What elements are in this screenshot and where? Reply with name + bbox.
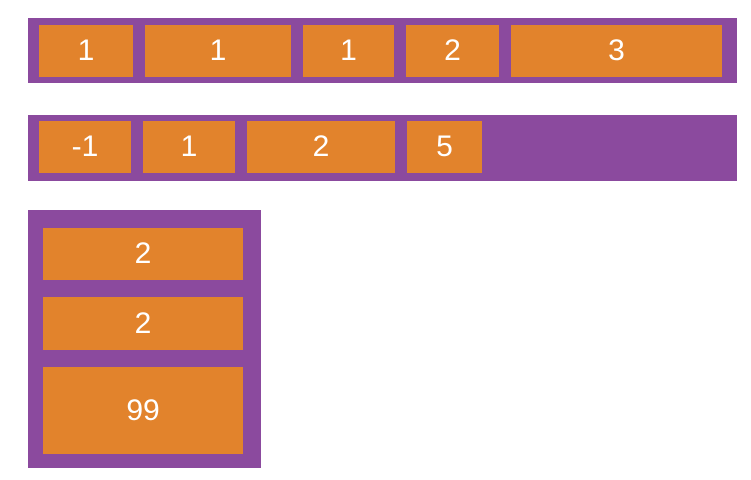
flex-item: 1 xyxy=(145,25,291,77)
flex-container-row-a: 1 1 1 2 3 xyxy=(28,18,737,83)
flex-item: 1 xyxy=(143,121,235,173)
flex-container-row-b: -1 1 2 5 xyxy=(28,115,737,181)
flex-item: 1 xyxy=(303,25,394,77)
flex-item: 1 xyxy=(39,25,133,77)
flex-item: 3 xyxy=(511,25,722,77)
flex-item: 2 xyxy=(247,121,395,173)
flex-item: 2 xyxy=(43,228,243,280)
flex-item: 5 xyxy=(407,121,482,173)
flex-item: 99 xyxy=(43,367,243,454)
flex-item: 2 xyxy=(43,297,243,350)
flex-item: -1 xyxy=(39,121,131,173)
flex-container-column-c: 2 2 99 xyxy=(28,210,261,468)
flex-item: 2 xyxy=(406,25,499,77)
